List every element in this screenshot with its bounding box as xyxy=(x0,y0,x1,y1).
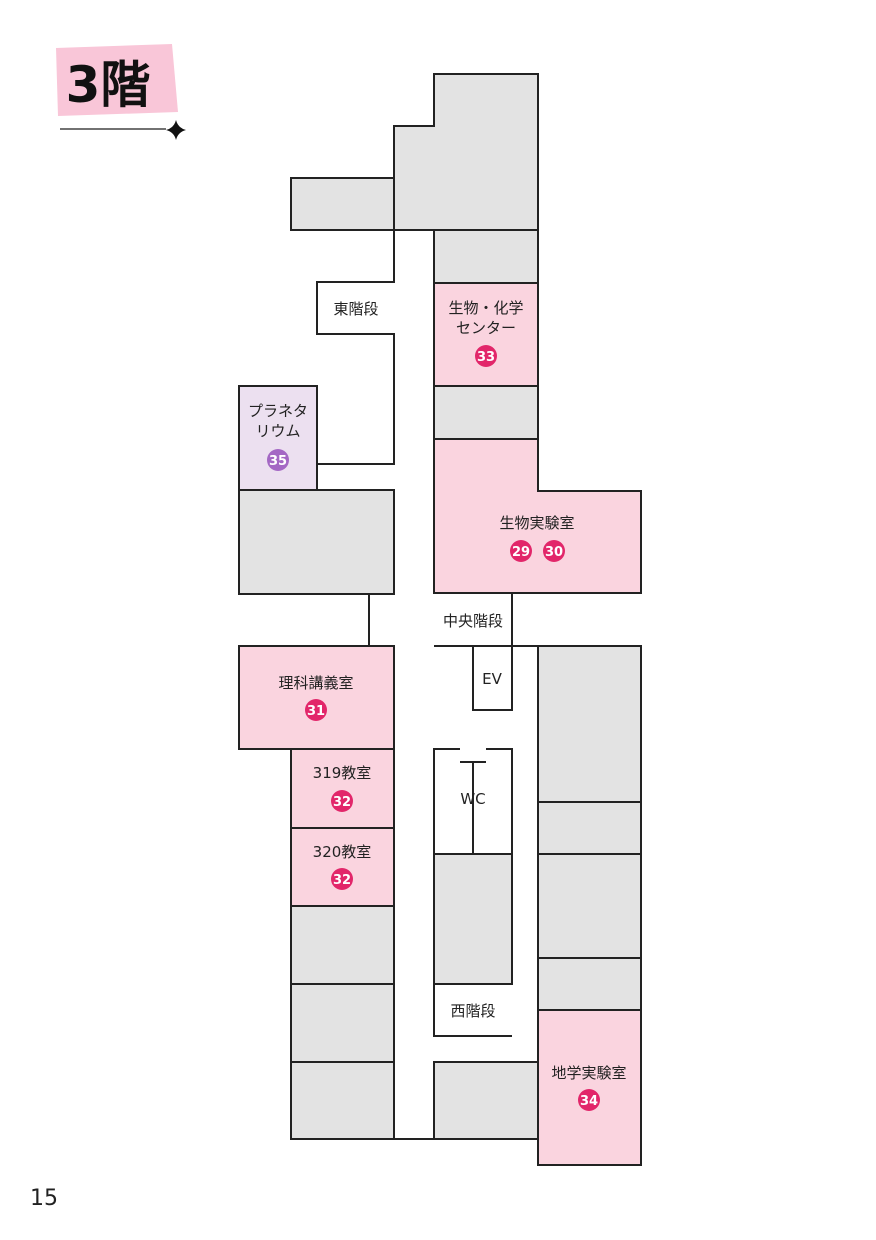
elevator-label: EV xyxy=(482,670,502,688)
badge-33 xyxy=(475,345,497,367)
gray-room xyxy=(393,125,539,231)
badge-30 xyxy=(543,540,565,562)
science-lecture-label: 理科講義室 xyxy=(278,674,353,692)
earth-science-lab-room[interactable] xyxy=(537,1009,642,1166)
sparkle-icon xyxy=(166,120,186,140)
gray-room xyxy=(537,957,642,1011)
west-stairs-outline xyxy=(433,984,512,1037)
room-320-label: 320教室 xyxy=(313,843,372,861)
wc-label: WC xyxy=(460,790,485,808)
badge-34 xyxy=(578,1089,600,1111)
gray-room xyxy=(290,905,395,985)
floor-label: 3階 xyxy=(66,56,151,114)
badge-32 xyxy=(331,790,353,812)
gray-room xyxy=(433,229,539,284)
gray-room xyxy=(433,385,539,440)
elevator-outline xyxy=(472,646,513,711)
badge-31 xyxy=(305,699,327,721)
earth-science-lab-label: 地学実験室 xyxy=(551,1064,626,1082)
gray-room xyxy=(290,983,395,1063)
badge-32 xyxy=(331,868,353,890)
gray-room-fill xyxy=(435,120,537,132)
biology-chem-center-label-line2: センター xyxy=(456,319,516,337)
title-highlight-shape xyxy=(56,44,178,116)
east-stairs-outline xyxy=(316,230,395,465)
west-stairs-label: 西階段 xyxy=(450,1002,495,1020)
floor-title: 3階 xyxy=(56,44,186,140)
badge-35 xyxy=(267,449,289,471)
badge-32-number: 32 xyxy=(333,873,351,888)
page-number: 15 xyxy=(30,1186,58,1211)
room-320[interactable] xyxy=(290,827,395,907)
gray-room xyxy=(537,645,642,803)
gray-room xyxy=(433,853,513,985)
gray-room xyxy=(290,177,395,231)
room-319-label: 319教室 xyxy=(313,764,372,782)
planetarium-label-line1: プラネタ xyxy=(248,402,308,420)
gray-room xyxy=(433,1061,539,1140)
science-lecture-room[interactable] xyxy=(238,645,395,750)
badge-29-number: 29 xyxy=(512,545,530,560)
gray-room xyxy=(433,73,539,127)
badge-35-number: 35 xyxy=(269,454,287,469)
gray-room xyxy=(290,1061,395,1140)
biology-lab-label: 生物実験室 xyxy=(499,514,574,532)
central-stairs-label: 中央階段 xyxy=(443,612,503,630)
room-319[interactable] xyxy=(290,748,395,829)
planetarium-room[interactable] xyxy=(238,385,318,491)
badge-32-number: 32 xyxy=(333,795,351,810)
badge-34-number: 34 xyxy=(580,1094,598,1109)
gray-room xyxy=(537,853,642,959)
biology-chem-center-label-line1: 生物・化学 xyxy=(448,299,523,317)
planetarium-label-line2: リウム xyxy=(255,422,300,440)
biology-lab-room[interactable] xyxy=(433,438,642,594)
gray-room xyxy=(537,801,642,855)
badge-29 xyxy=(510,540,532,562)
badge-33-number: 33 xyxy=(477,350,495,365)
east-stairs-label: 東階段 xyxy=(333,300,378,318)
gray-room xyxy=(238,489,395,595)
badge-31-number: 31 xyxy=(307,704,325,719)
badge-30-number: 30 xyxy=(545,545,563,560)
